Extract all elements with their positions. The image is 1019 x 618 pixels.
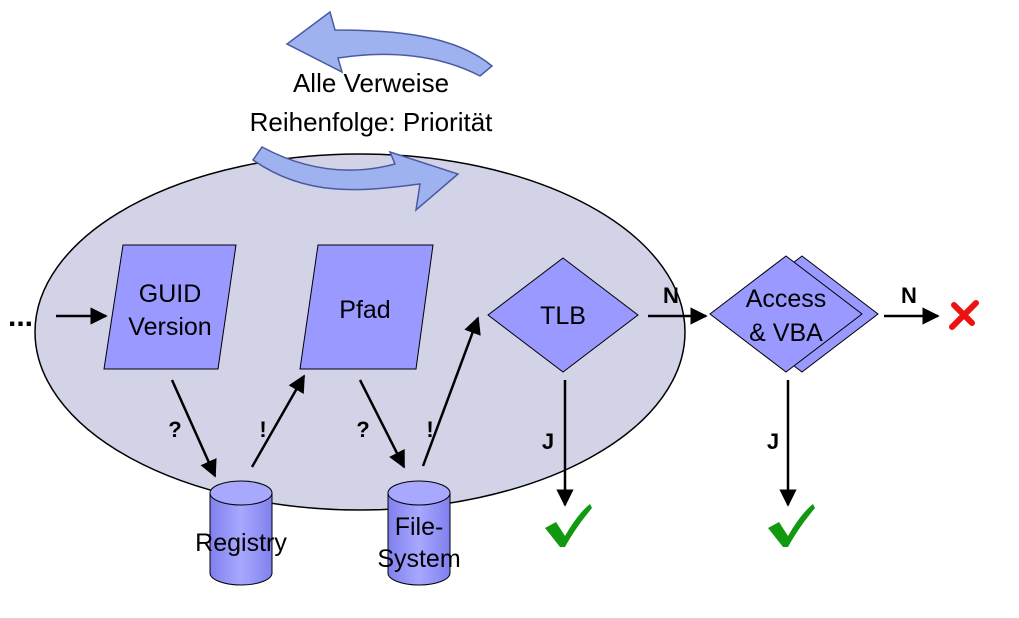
start-ellipsis: ... [8,300,33,333]
access-vba-decision-node [709,255,863,373]
tlb-yes-label: J [542,429,554,454]
registry-database-node [209,480,273,586]
tlb-no-label: N [663,283,679,308]
check-icon [545,504,592,547]
arrow-guid-to-registry [170,379,217,478]
pfad-label: Pfad [339,296,390,324]
access-label: Access [746,285,827,313]
guid-label: GUID [139,280,202,308]
curved-arrow-bottom-icon [251,146,460,212]
filesystem-label-1: File- [395,513,444,541]
filesystem-database-node [387,480,451,586]
edge-label-question-1: ? [168,417,181,442]
arrow-registry-to-pfad [250,374,306,468]
cross-icon [949,300,979,330]
arrow-filesystem-to-tlb [421,316,481,467]
title-line-2: Reihenfolge: Priorität [250,107,494,137]
curved-arrow-top-icon [285,10,494,77]
tlb-label: TLB [540,302,586,330]
edge-label-question-2: ? [356,417,369,442]
vba-label: & VBA [749,319,823,347]
check-icon [768,504,815,547]
access-yes-label: J [767,429,779,454]
edge-label-exclaim-2: ! [426,417,433,442]
access-no-label: N [901,283,917,308]
registry-label: Registry [195,529,287,557]
arrow-pfad-to-filesystem [358,379,406,469]
filesystem-label-2: System [377,545,460,573]
title-line-1: Alle Verweise [293,68,449,98]
pfad-node [299,244,434,370]
edge-label-exclaim-1: ! [259,417,266,442]
guid-version-node [103,244,237,370]
tlb-decision-node [487,257,639,373]
version-label: Version [128,313,211,341]
